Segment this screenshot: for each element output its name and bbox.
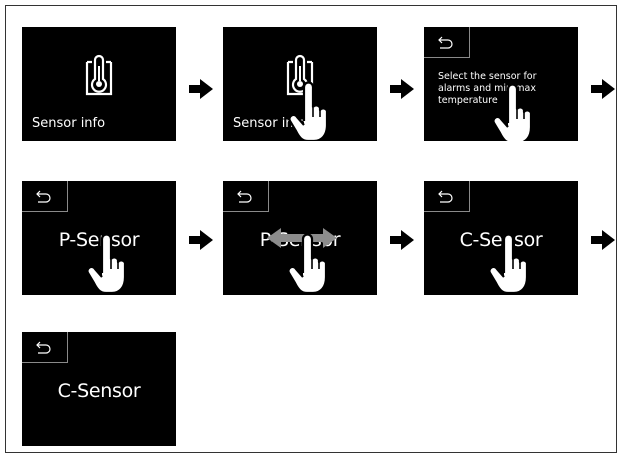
back-button[interactable]: [22, 332, 68, 363]
hand-tap-icon: [288, 81, 332, 141]
hand-tap-icon: [488, 233, 532, 295]
sensor-label: C-Sensor: [57, 380, 141, 402]
back-arrow-icon: [36, 188, 54, 204]
sensor-label[interactable]: C-Sensor: [459, 229, 543, 251]
hand-tap-icon: [492, 83, 536, 141]
right-arrow-icon: [189, 230, 213, 250]
right-arrow-icon: [390, 79, 414, 99]
procedure-frame: Sensor info Sensor info Select the senso…: [5, 5, 617, 453]
back-button[interactable]: [223, 181, 269, 212]
screen-label: Sensor info: [32, 116, 106, 131]
screen-label: Sensor info: [233, 116, 307, 131]
back-button[interactable]: [424, 27, 470, 58]
right-arrow-icon: [189, 79, 213, 99]
screen-step-5: P-Sensor: [223, 181, 377, 295]
sensor-label[interactable]: P-Sensor: [58, 229, 140, 251]
right-arrow-icon: [591, 230, 615, 250]
right-arrow-icon: [390, 230, 414, 250]
thermometer-icon: [81, 54, 117, 96]
back-button[interactable]: [22, 181, 68, 212]
back-arrow-icon: [438, 188, 456, 204]
screen-step-4: P-Sensor: [22, 181, 176, 295]
back-arrow-icon: [237, 188, 255, 204]
screen-step-3: Select the sensor for alarms and min/max…: [424, 27, 578, 141]
screen-step-2[interactable]: Sensor info: [223, 27, 377, 141]
right-arrow-icon: [591, 79, 615, 99]
screen-step-6: C-Sensor: [424, 181, 578, 295]
hand-tap-icon: [86, 233, 130, 295]
back-arrow-icon: [36, 339, 54, 355]
back-arrow-icon: [438, 34, 456, 50]
back-button[interactable]: [424, 181, 470, 212]
hand-tap-icon: [287, 233, 331, 295]
screen-step-1: Sensor info: [22, 27, 176, 141]
instruction-text: Select the sensor for alarms and min/max…: [438, 71, 537, 106]
screen-step-7: C-Sensor: [22, 332, 176, 446]
